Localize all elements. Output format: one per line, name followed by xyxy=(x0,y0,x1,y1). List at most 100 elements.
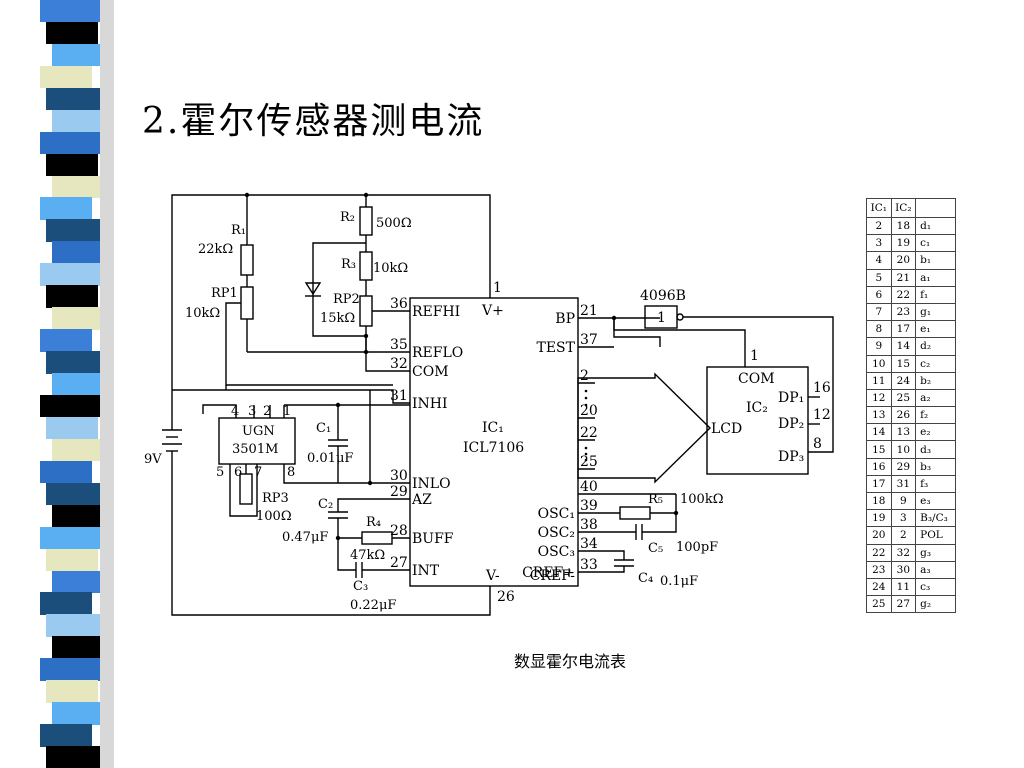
ic1-right-pin-label: OSC₂ xyxy=(538,525,575,541)
table-cell-segment: c₁ xyxy=(915,234,956,253)
figure-caption: 数显霍尔电流表 xyxy=(513,652,626,671)
table-cell-pin: 14 xyxy=(890,337,917,356)
table-cell-pin: 23 xyxy=(866,560,892,579)
table-cell-segment: c₃ xyxy=(915,577,956,597)
table-cell-pin: 11 xyxy=(866,371,892,390)
c4-value: 0.1μF xyxy=(660,574,698,589)
slide-title: 2.霍尔传感器测电流 xyxy=(142,101,485,142)
stripe-segment xyxy=(46,482,106,506)
table-cell-pin: 7 xyxy=(866,302,892,322)
table-cell-pin: 13 xyxy=(890,423,917,442)
stripe-segment xyxy=(52,438,112,462)
table-cell-pin: 26 xyxy=(890,406,917,425)
stripe-segment xyxy=(40,658,100,681)
ic1-left-pin-num: 32 xyxy=(390,356,408,372)
table-cell-segment: e₂ xyxy=(915,423,956,442)
table-cell-segment: g₃ xyxy=(915,543,956,562)
table-cell-pin: 14 xyxy=(866,423,892,442)
stripe-segment xyxy=(40,263,100,286)
ugn-pin-2: 2 xyxy=(263,404,271,419)
ugn-part: 3501M xyxy=(232,442,278,457)
ic2-body xyxy=(706,366,809,475)
table-cell-pin: 12 xyxy=(866,388,892,408)
circuit-schematic: IC₁ ICL7106 1 V+ 26 V- 36REFHI35REFLO32C… xyxy=(144,192,834,616)
table-header-row: IC₁ IC₂ xyxy=(866,198,956,218)
stripe-segment xyxy=(52,43,112,67)
ic1-left-pin-label: REFHI xyxy=(412,304,460,320)
ic1-right-pin-label: CREF+ xyxy=(522,565,575,581)
table-cell-pin: 15 xyxy=(890,354,917,373)
stripe-segment xyxy=(52,109,104,133)
ic1-right-pin-num: 40 xyxy=(580,479,598,495)
ic2-dp3-pin: 8 xyxy=(813,436,822,452)
stripe-segment xyxy=(40,0,100,23)
ugn-pin-1: 1 xyxy=(283,404,291,419)
ic1-right-pin-num: 21 xyxy=(580,303,598,319)
ic2-name: IC₂ xyxy=(746,400,768,416)
table-cell-pin: 2 xyxy=(866,216,892,236)
ic1-right-pin-num: 37 xyxy=(580,332,598,348)
ic2-com-label: COM xyxy=(738,371,775,387)
table-cell-pin: 24 xyxy=(866,577,892,597)
table-cell-pin: 18 xyxy=(866,491,892,511)
r4-body xyxy=(361,531,393,545)
table-cell-pin: 11 xyxy=(890,577,917,597)
table-cell-pin: 20 xyxy=(890,251,917,270)
table-cell-segment: d₂ xyxy=(915,337,956,356)
r4-label: R₄ xyxy=(366,515,381,530)
ic1-right-pin-num: 38 xyxy=(580,517,598,533)
table-cell-pin: 19 xyxy=(890,234,917,253)
table-header-segment xyxy=(915,198,956,218)
table-cell-pin: 27 xyxy=(890,595,917,614)
table-cell-segment: c₂ xyxy=(915,354,956,373)
r4-value: 47kΩ xyxy=(350,548,385,563)
ic1-left-pin-label: INT xyxy=(412,563,440,579)
rp1-body xyxy=(240,286,254,320)
r2-value: 500Ω xyxy=(376,216,412,231)
rp2-value: 15kΩ xyxy=(320,311,355,326)
table-cell-pin: 19 xyxy=(866,509,892,528)
r1-body xyxy=(240,244,254,276)
table-cell-pin: 22 xyxy=(866,543,892,562)
stripe-segment xyxy=(46,21,98,45)
c1-value: 0.01μF xyxy=(307,451,353,466)
ugn-name: UGN xyxy=(242,424,275,439)
table-cell-segment: a₁ xyxy=(915,268,956,287)
table-cell-segment: g₁ xyxy=(915,302,956,322)
table-cell-segment: f₃ xyxy=(915,474,956,494)
decorative-stripe-bar xyxy=(0,0,118,768)
r1-value: 22kΩ xyxy=(198,242,233,257)
c3-value: 0.22μF xyxy=(350,598,396,613)
table-cell-pin: 25 xyxy=(866,595,892,614)
ic2-lcd-label: LCD xyxy=(711,421,742,437)
table-cell-pin: 18 xyxy=(890,216,917,236)
ugn-pin-8: 8 xyxy=(287,465,295,480)
ic2-dp2-pin: 12 xyxy=(813,407,831,423)
ic1-left-pin-num: 36 xyxy=(390,296,408,312)
table-cell-pin: 3 xyxy=(890,509,917,528)
ic1-top-pin-num: 1 xyxy=(493,280,502,296)
table-cell-pin: 8 xyxy=(866,320,892,339)
table-cell-pin: 2 xyxy=(890,526,917,545)
stripe-segment xyxy=(52,241,104,264)
r5-label: R₅ xyxy=(648,492,663,507)
c5-value: 100pF xyxy=(676,540,718,555)
stripe-segment xyxy=(46,416,98,440)
table-cell-segment: b₁ xyxy=(915,251,956,270)
rp2-body xyxy=(359,295,373,327)
table-cell-segment: e₃ xyxy=(915,491,956,511)
table-cell-pin: 23 xyxy=(890,302,917,322)
rp3-value: 100Ω xyxy=(256,509,292,524)
ic2-dp3-label: DP₃ xyxy=(778,449,804,465)
stripe-segment xyxy=(52,504,104,528)
stripe-segment xyxy=(40,460,92,484)
